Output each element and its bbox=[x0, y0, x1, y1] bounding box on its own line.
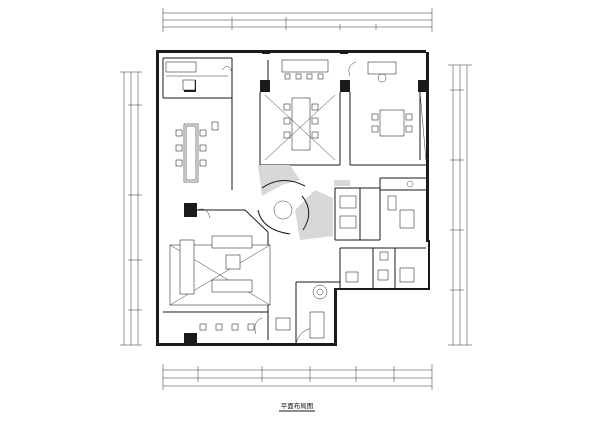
dimension-lines-right bbox=[448, 64, 472, 346]
dimension-lines-bottom bbox=[162, 364, 433, 390]
dimension-lines-top bbox=[162, 8, 433, 32]
right-office-desks bbox=[339, 180, 415, 229]
wet-room-fixtures bbox=[345, 251, 415, 283]
work-table-left bbox=[175, 121, 219, 183]
desk-top-left-room bbox=[165, 61, 197, 91]
meeting-table bbox=[264, 94, 336, 161]
drawing-title: 平面布局图 bbox=[281, 401, 314, 410]
dimension-lines-left bbox=[120, 71, 142, 346]
manager-desk bbox=[367, 61, 427, 161]
top-strip-desks bbox=[281, 59, 329, 80]
bottom-strip-desks bbox=[199, 317, 291, 331]
lounge-area bbox=[169, 235, 271, 306]
entrance-area bbox=[196, 61, 357, 344]
reception-curves bbox=[257, 180, 310, 235]
